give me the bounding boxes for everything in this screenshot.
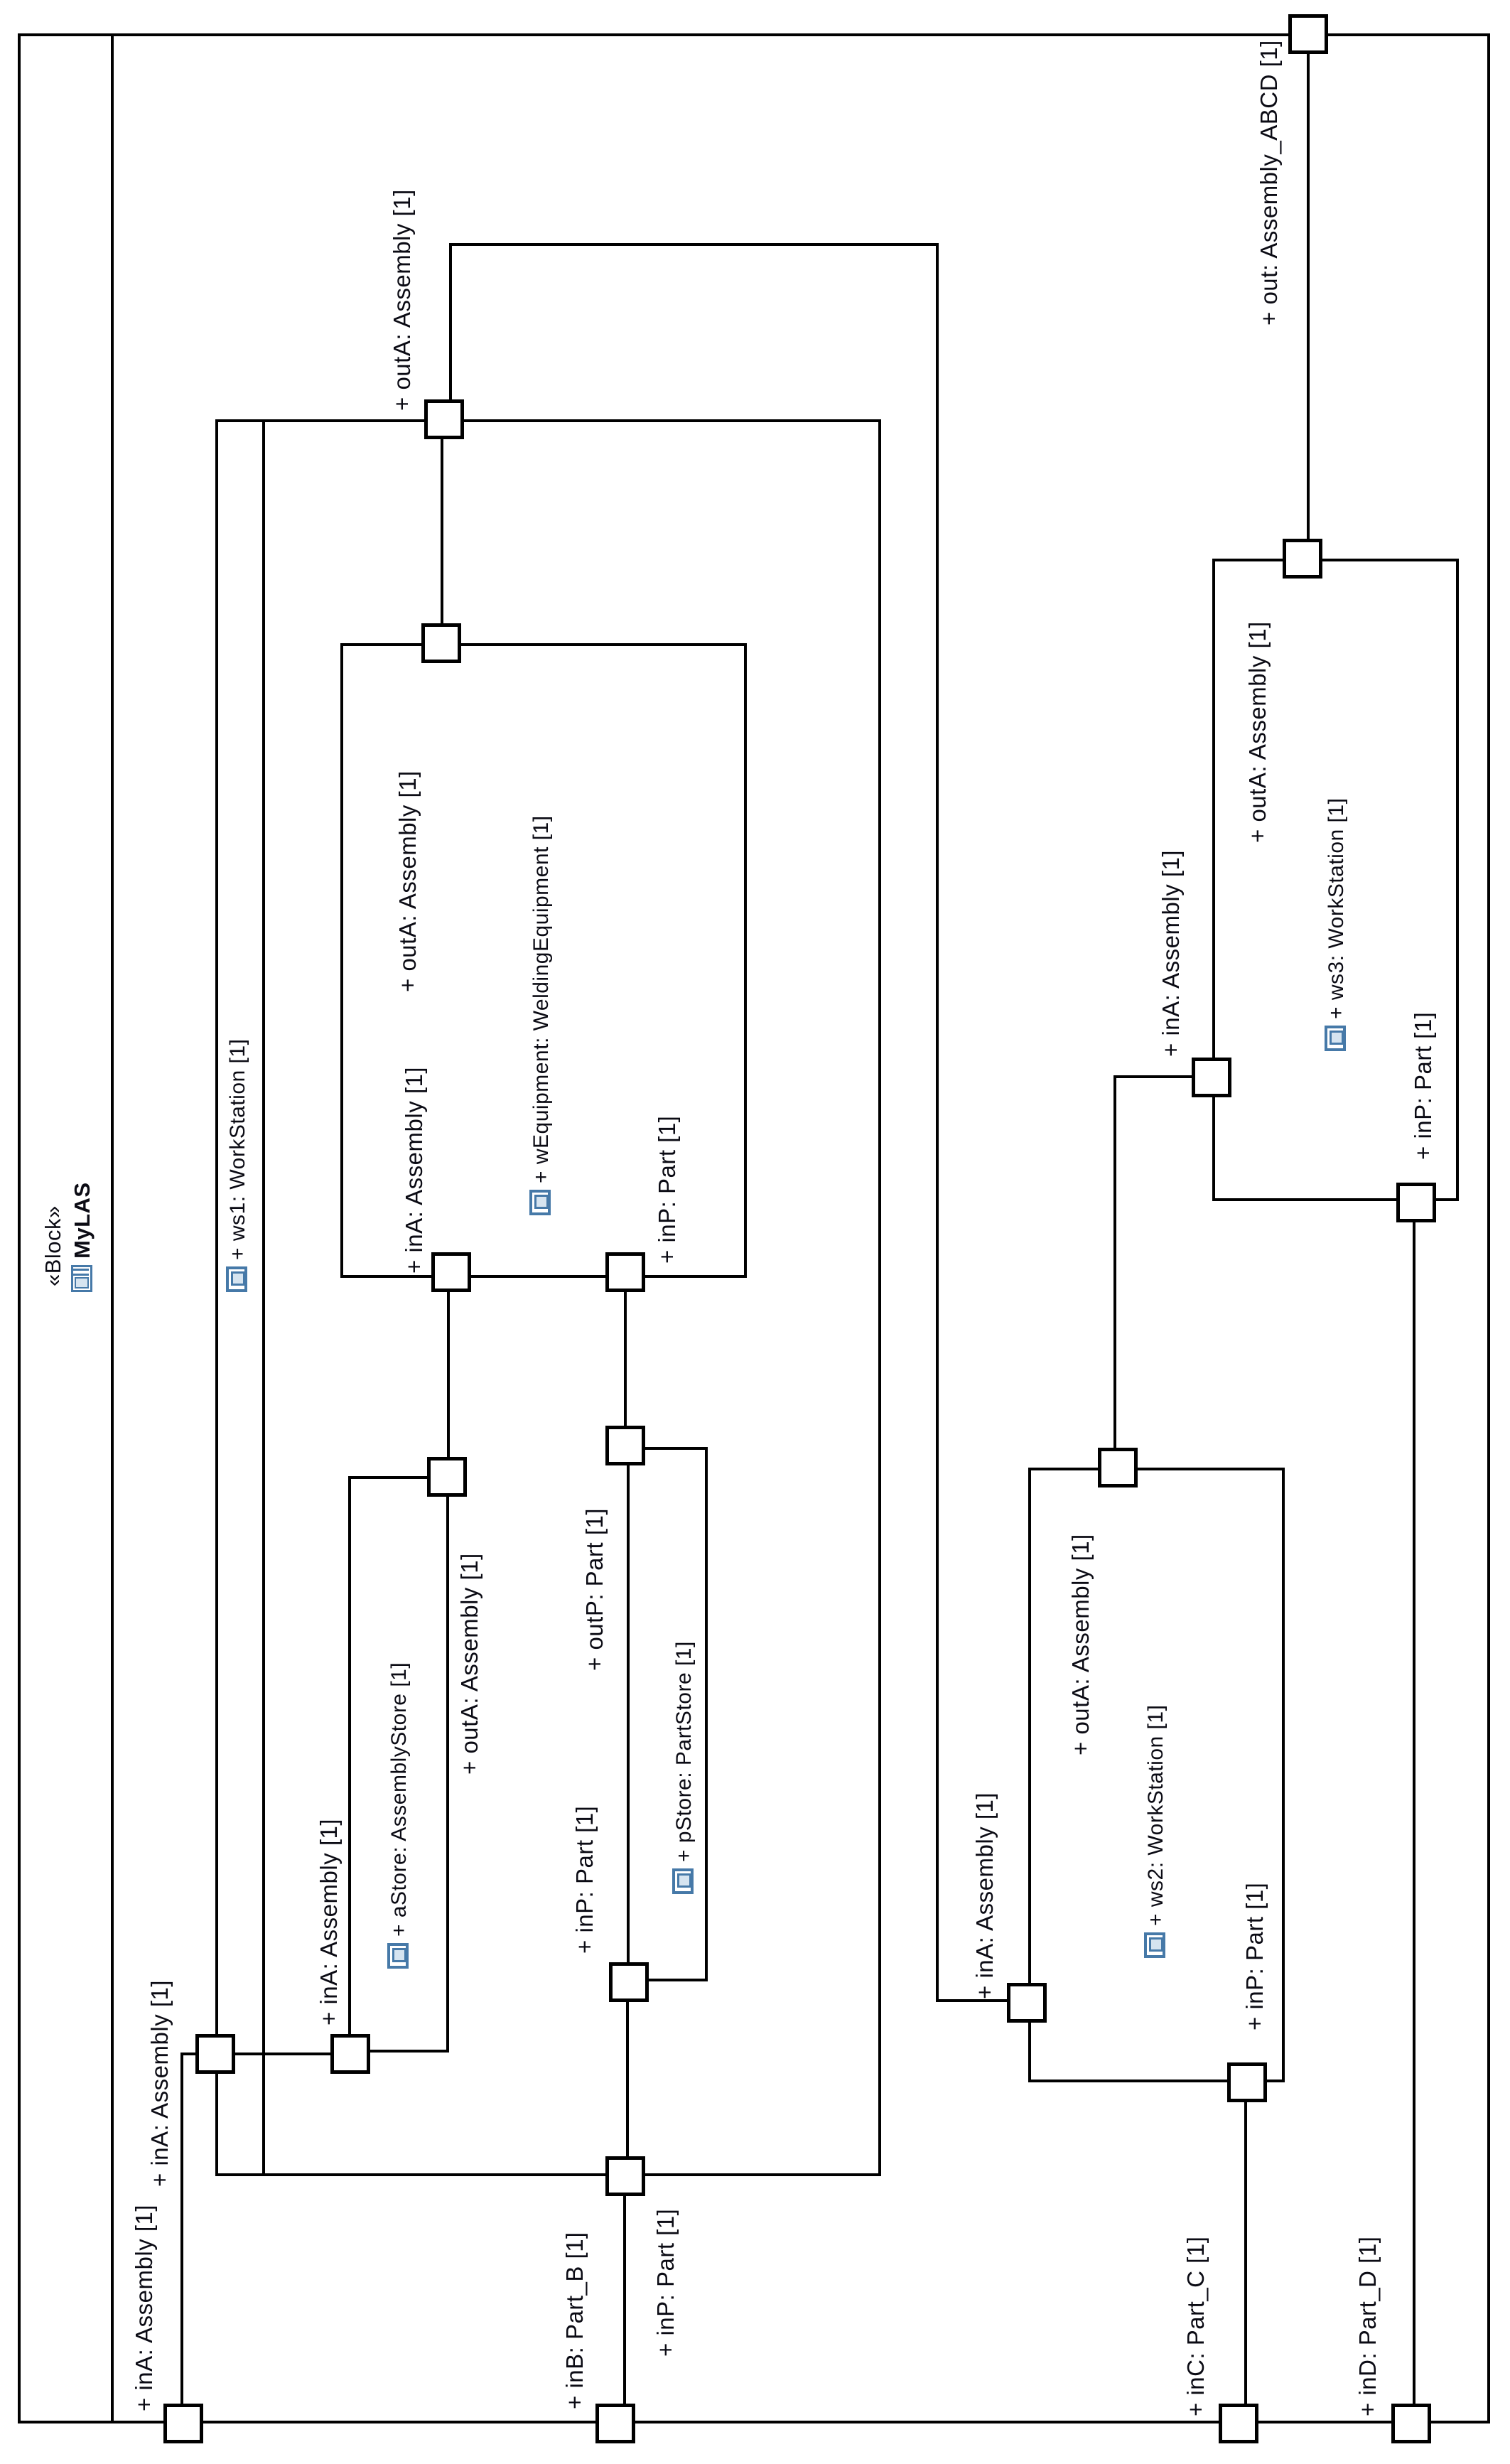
label-ws2-inP: + inP: Part [1] [1241, 1882, 1268, 2030]
port-ws3-outA[interactable] [1283, 539, 1322, 579]
label-ws2: + ws2: WorkStation [1] [1143, 1705, 1169, 1958]
port-ws1-inA[interactable] [195, 2034, 235, 2074]
label-pStore-outP: + outP: Part [1] [581, 1507, 608, 1671]
label-aStore-outA: + outA: Assembly [1] [456, 1553, 482, 1775]
port-ws3-inP[interactable] [1396, 1183, 1436, 1222]
block-title: MyLAS [70, 1182, 95, 1292]
port-wEquipment-inA[interactable] [431, 1252, 471, 1292]
label-ws2-outA: + outA: Assembly [1] [1067, 1534, 1094, 1755]
connector-ws3inP-inD [1413, 1220, 1415, 2406]
label-aStore: + aStore: AssemblyStore [1] [387, 1662, 412, 1969]
block-name: MyLAS [70, 1182, 95, 1259]
port-frame-inD[interactable] [1391, 2404, 1431, 2443]
connector-weq-ws1outA [441, 437, 443, 626]
connector-pstore-weq [624, 1290, 627, 1429]
label-wEquipment: + wEquipment: WeldingEquipment [1] [529, 815, 554, 1215]
label-wEquipment-inP: + inP: Part [1] [654, 1115, 680, 1264]
connector-ws1inA-astoreinA [234, 2053, 334, 2055]
connector-ws2-ws3-v [1113, 1075, 1116, 1449]
port-ws2-outA[interactable] [1098, 1448, 1138, 1487]
connector-ws1-ws2-h1 [449, 243, 939, 246]
part-icon [226, 1266, 247, 1292]
connector-inA-riser [180, 2053, 183, 2406]
part-box-ws2[interactable] [1028, 1468, 1285, 2082]
port-frame-inC[interactable] [1219, 2404, 1258, 2443]
label-frame-inA: + inA: Assembly [1] [131, 2204, 157, 2411]
part-box-aStore[interactable] [348, 1476, 449, 2053]
label-aStore-inA: + inA: Assembly [1] [316, 1818, 342, 2025]
label-ws1-inB: + inB: Part_B [1] [561, 2232, 588, 2409]
part-icon [1144, 1932, 1165, 1958]
connector-inA-elbow [180, 2053, 202, 2055]
connector-ws3-out [1307, 46, 1310, 540]
part-box-ws1[interactable] [215, 419, 881, 2176]
connector-ws1inB-pstore [626, 2000, 629, 2158]
label-ws1: + ws1: WorkStation [1] [225, 1039, 251, 1292]
outer-frame [18, 33, 1490, 2423]
label-frame-inP: + inP: Part [1] [652, 2208, 679, 2357]
part-box-ws3[interactable] [1212, 559, 1459, 1201]
connector-ws1-ws2-h2 [936, 1999, 1008, 2002]
port-frame-out[interactable] [1288, 14, 1328, 54]
label-frame-inD: + inD: Part_D [1] [1354, 2236, 1381, 2416]
label-ws2-inA: + inA: Assembly [1] [971, 1792, 998, 1999]
connector-ws1-internal-bus [262, 421, 265, 2176]
port-wEquipment-inP[interactable] [605, 1252, 645, 1292]
port-ws2-inP[interactable] [1227, 2062, 1267, 2102]
part-icon [529, 1190, 551, 1215]
port-aStore-outA[interactable] [427, 1457, 467, 1497]
port-ws2-inA[interactable] [1007, 1983, 1047, 2023]
connector-ws2-ws3-h [1113, 1075, 1193, 1078]
block-stereotype: «Block» [41, 1205, 65, 1286]
port-frame-inA[interactable] [163, 2404, 203, 2443]
label-ws3-inA: + inA: Assembly [1] [1158, 849, 1184, 1057]
block-diagram-icon [71, 1265, 92, 1292]
part-icon [387, 1943, 409, 1969]
port-wEquipment-outA[interactable] [421, 623, 461, 663]
connector-ws1-ws2-v1 [449, 243, 452, 401]
label-wEquipment-inA: + inA: Assembly [1] [401, 1066, 427, 1274]
label-ws1-inA: + inA: Assembly [1] [146, 1979, 173, 2187]
connector-ws1-ws2-v2 [936, 243, 939, 2002]
part-icon [672, 1868, 694, 1894]
part-icon [1325, 1026, 1346, 1051]
label-ws1-outA: + outA: Assembly [1] [389, 189, 415, 411]
label-wEquipment-outA: + outA: Assembly [1] [394, 770, 421, 992]
port-ws1-inB[interactable] [605, 2156, 645, 2196]
label-ws3: + ws3: WorkStation [1] [1324, 798, 1349, 1051]
port-pStore-outP[interactable] [605, 1426, 645, 1465]
label-pStore: + pStore: PartStore [1] [672, 1641, 697, 1894]
label-frame-out: + out: Assembly_ABCD [1] [1256, 40, 1282, 326]
label-ws3-outA: + outA: Assembly [1] [1244, 621, 1271, 843]
part-box-wEquipment[interactable] [340, 643, 747, 1278]
port-ws3-inA[interactable] [1192, 1058, 1231, 1097]
port-frame-inP[interactable] [595, 2404, 635, 2443]
label-frame-inC: + inC: Part_C [1] [1182, 2236, 1209, 2416]
connector-ws2inP-inC [1244, 2101, 1247, 2406]
port-aStore-inA[interactable] [330, 2034, 370, 2074]
part-box-pStore[interactable] [627, 1447, 708, 1981]
connector-inP-ws1inB [623, 2195, 626, 2406]
label-pStore-inP: + inP: Part [1] [571, 1805, 598, 1954]
label-ws3-inP: + inP: Part [1] [1410, 1011, 1436, 1160]
port-pStore-inP[interactable] [609, 1962, 649, 2002]
header-separator [111, 33, 114, 2423]
connector-astore-weq [447, 1290, 450, 1460]
port-ws1-outA[interactable] [424, 399, 464, 439]
